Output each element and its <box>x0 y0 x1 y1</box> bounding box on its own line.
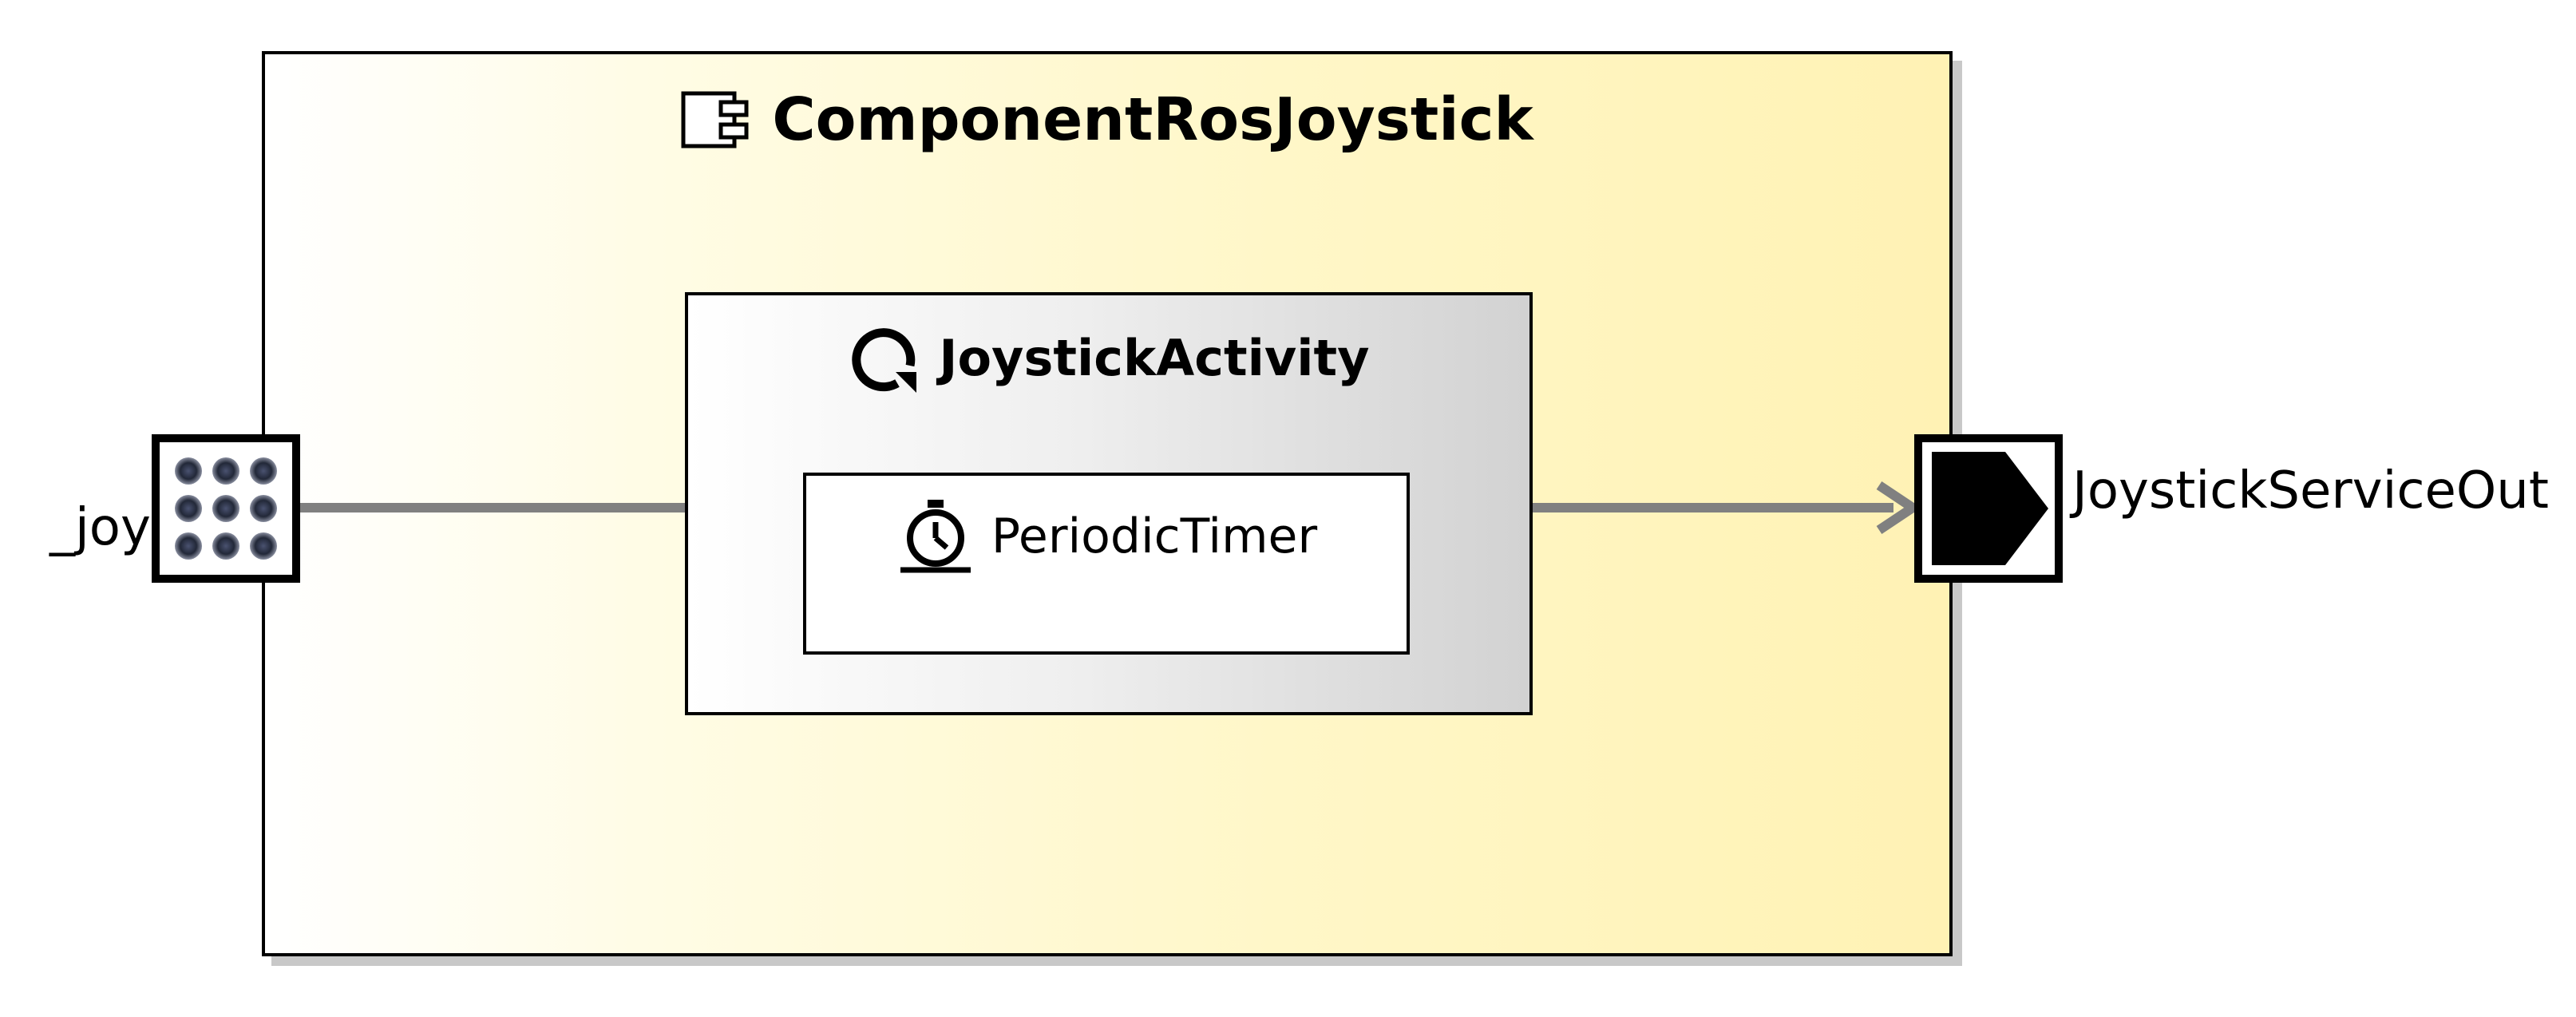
input-port-label: _joy <box>49 498 151 557</box>
timer-title: PeriodicTimer <box>803 497 1410 576</box>
component-name: ComponentRosJoystick <box>772 85 1533 154</box>
output-arrow-port-icon <box>1932 452 2048 565</box>
timer-name: PeriodicTimer <box>991 508 1318 564</box>
input-port[interactable] <box>152 434 300 583</box>
component-title: ComponentRosJoystick <box>262 80 1953 160</box>
output-port[interactable] <box>1914 434 2063 583</box>
output-port-label: JoystickServiceOut <box>2072 461 2549 520</box>
activity-name: JoystickActivity <box>939 328 1370 387</box>
edge-arrowhead <box>1876 481 1921 534</box>
timer-box[interactable] <box>803 473 1410 655</box>
activity-cycle-icon <box>852 328 917 393</box>
component-icon <box>681 91 749 148</box>
stopwatch-icon <box>900 500 971 573</box>
dot-grid-port-icon <box>175 457 277 560</box>
activity-title: JoystickActivity <box>685 318 1533 398</box>
